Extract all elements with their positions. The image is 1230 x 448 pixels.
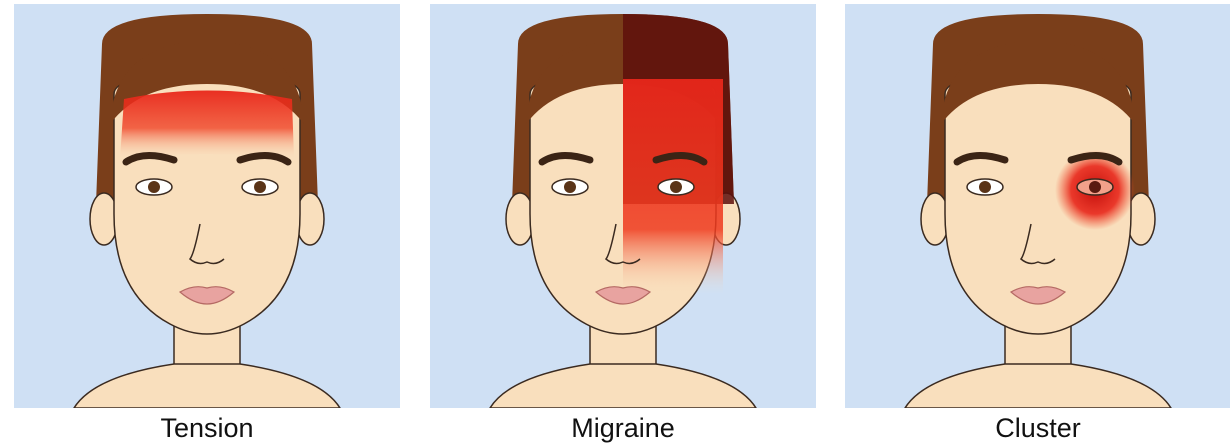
caption-migraine: Migraine bbox=[430, 408, 816, 446]
caption-cluster: Cluster bbox=[845, 408, 1230, 446]
left-pupil bbox=[979, 181, 991, 193]
caption-tension: Tension bbox=[14, 408, 400, 446]
right-pupil bbox=[1089, 181, 1101, 193]
left-pupil bbox=[564, 181, 576, 193]
right-pupil bbox=[670, 181, 682, 193]
tension-pain-band bbox=[120, 91, 294, 160]
tension-face-illustration bbox=[14, 4, 400, 408]
panel-tension: Tension bbox=[14, 4, 400, 446]
migraine-face-illustration bbox=[430, 4, 816, 408]
right-pupil bbox=[254, 181, 266, 193]
cluster-face-illustration bbox=[845, 4, 1230, 408]
left-pupil bbox=[148, 181, 160, 193]
panel-cluster: Cluster bbox=[845, 4, 1230, 446]
panel-migraine: Migraine bbox=[430, 4, 816, 446]
